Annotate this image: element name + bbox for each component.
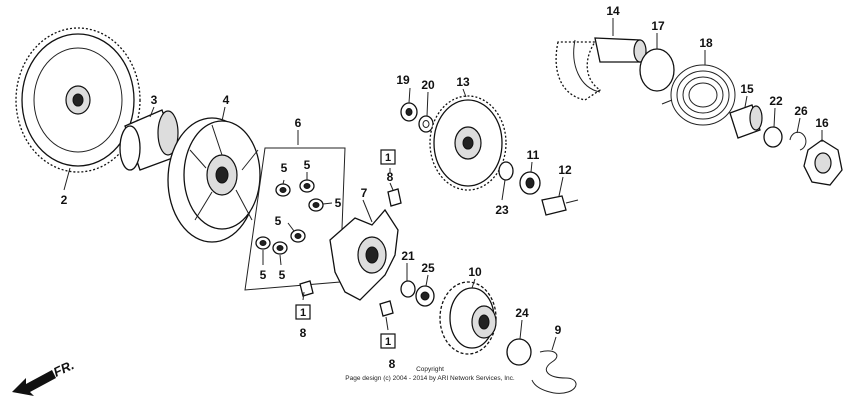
callout-5b: 5 (304, 158, 311, 172)
part-23-washer[interactable] (498, 161, 514, 181)
callout-12: 12 (558, 163, 572, 177)
part-14-kick-gear[interactable] (555, 37, 647, 101)
part-17-seal-ring[interactable] (639, 48, 675, 92)
callout-24: 24 (515, 306, 529, 320)
part-22-washer[interactable] (763, 126, 783, 148)
part-15-bushing[interactable] (729, 104, 763, 139)
callout-11: 11 (527, 148, 540, 162)
part-8-slider[interactable] (387, 188, 402, 207)
copyright-line-2: Page design (c) 2004 - 2014 by ARI Netwo… (345, 375, 515, 382)
svg-text:1: 1 (385, 152, 391, 164)
callout-17: 17 (651, 19, 665, 33)
front-direction-arrow: FR. (12, 357, 76, 396)
callout-3: 3 (151, 93, 158, 107)
part-3-sleeve[interactable] (119, 109, 179, 171)
part-21-washer[interactable] (400, 280, 416, 298)
callout-8c: 8 (389, 357, 396, 371)
part-4-drive-housing[interactable] (167, 117, 261, 243)
callout-4: 4 (223, 93, 230, 107)
callout-25: 25 (421, 261, 435, 275)
boxed-ref-1-bottom: 1 (380, 333, 396, 349)
part-8-slider[interactable] (299, 280, 314, 297)
part-25-nut[interactable] (415, 285, 435, 307)
roller (290, 229, 306, 243)
leader-lines (63, 18, 823, 351)
part-9-spring-clip[interactable] (531, 350, 577, 394)
callout-8b: 8 (300, 326, 307, 340)
roller (255, 236, 271, 250)
callout-19: 19 (396, 73, 410, 87)
roller (272, 241, 288, 255)
callout-2: 2 (61, 193, 68, 207)
part-12-bolt[interactable] (541, 195, 579, 216)
callout-5f: 5 (279, 268, 286, 282)
callout-5a: 5 (281, 161, 288, 175)
front-label: FR. (51, 357, 76, 379)
part-18-kick-spring[interactable] (661, 64, 736, 126)
roller (299, 179, 315, 193)
arrow-icon (12, 370, 56, 396)
part-6-roller-group[interactable] (244, 147, 346, 291)
callout-15: 15 (740, 82, 754, 96)
roller (308, 198, 324, 212)
callout-labels: 2 3 4 5 5 5 5 5 5 6 7 8 8 8 9 10 11 12 1… (61, 4, 829, 371)
part-10-pinion[interactable] (439, 281, 497, 355)
svg-text:1: 1 (300, 307, 306, 319)
callout-6: 6 (295, 116, 302, 130)
boxed-ref-1-left: 1 (295, 304, 311, 320)
part-24-washer[interactable] (506, 338, 532, 366)
callout-5c: 5 (335, 196, 342, 210)
callout-22: 22 (769, 94, 783, 108)
callout-20: 20 (421, 78, 435, 92)
part-8-slider[interactable] (379, 300, 394, 317)
part-26-circlip[interactable] (789, 131, 807, 151)
part-7-ramp-plate[interactable] (329, 208, 399, 301)
part-11-collar[interactable] (519, 171, 541, 195)
callout-23: 23 (495, 203, 509, 217)
part-16-cap[interactable] (803, 139, 843, 186)
callout-26: 26 (794, 104, 808, 118)
part-19-seal[interactable] (400, 102, 418, 122)
callout-14: 14 (606, 4, 620, 18)
boxed-ref-1-top: 1 (380, 149, 396, 165)
callout-13: 13 (456, 75, 470, 89)
callout-7: 7 (361, 186, 368, 200)
svg-text:1: 1 (385, 336, 391, 348)
callout-21: 21 (401, 249, 415, 263)
callout-5e: 5 (260, 268, 267, 282)
roller (275, 183, 291, 197)
part-20-washer[interactable] (418, 115, 434, 133)
callout-9: 9 (555, 323, 562, 337)
copyright-line-1: Copyright (416, 366, 444, 373)
callout-18: 18 (699, 36, 713, 50)
callout-8a: 8 (387, 170, 394, 184)
part-2-large-gear[interactable] (15, 27, 141, 173)
callout-16: 16 (815, 116, 829, 130)
callout-5d: 5 (275, 214, 282, 228)
part-13-gear[interactable] (429, 95, 507, 191)
callout-10: 10 (468, 265, 482, 279)
